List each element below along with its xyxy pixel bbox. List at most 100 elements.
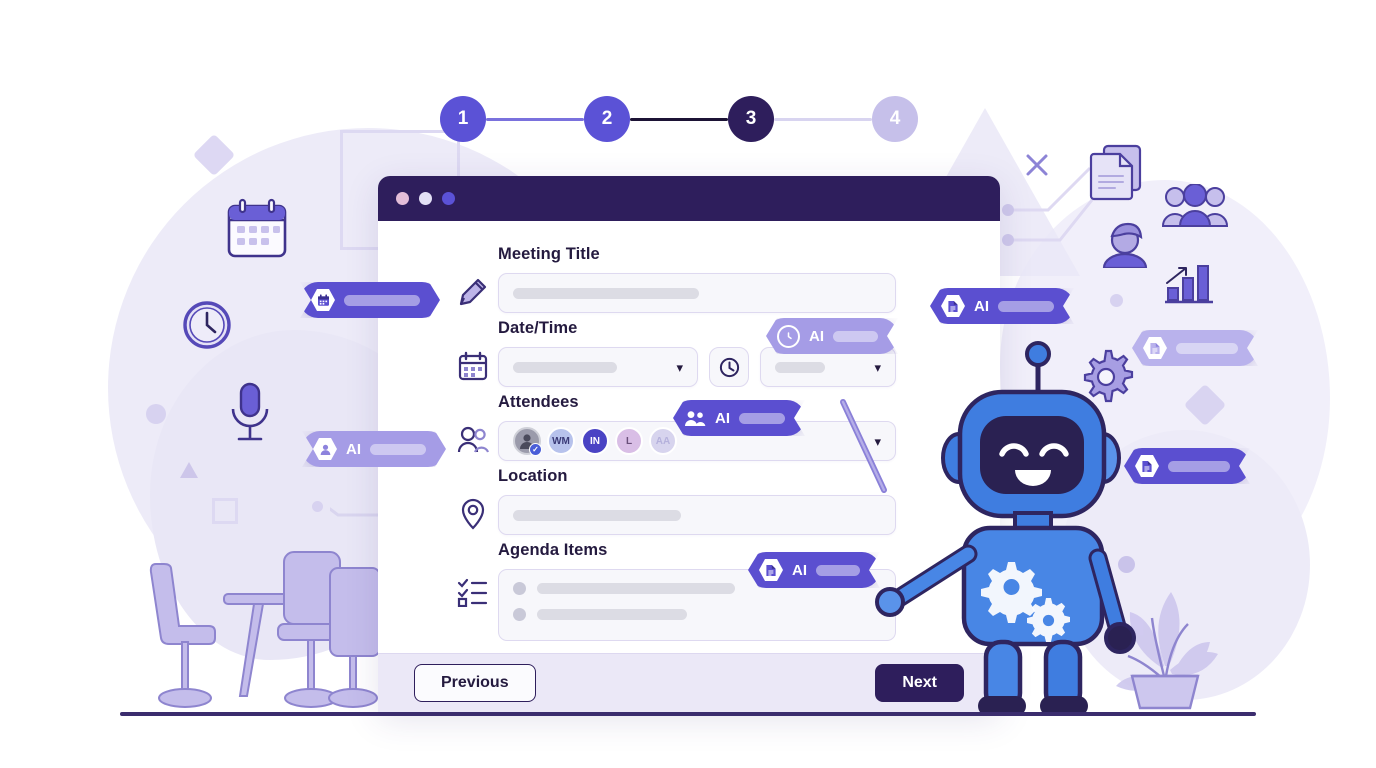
ai-badge-person-left[interactable]: AI (302, 431, 446, 467)
placeholder-bar (513, 509, 681, 521)
verified-check-icon: ✓ (529, 443, 542, 456)
date-select[interactable]: ▾ (498, 347, 698, 387)
step-connector-3-4 (774, 117, 872, 121)
meeting-form: Meeting Title Date/Time (378, 221, 1000, 653)
calendar-icon (311, 288, 335, 312)
dot-decoration (1110, 294, 1123, 307)
step-connector-2-3 (630, 117, 728, 121)
people-icon (456, 423, 490, 457)
ai-placeholder-bar (816, 565, 860, 576)
potted-plant-illustration (1110, 540, 1220, 710)
sparkle-icon (1022, 150, 1052, 180)
group-people-illustration (1162, 184, 1228, 228)
calendar-illustration (226, 198, 288, 260)
pointer-stick (838, 398, 898, 498)
ai-badge-doc-agenda[interactable]: AI (748, 552, 880, 588)
window-dot-minimize[interactable] (419, 192, 432, 205)
clock-illustration (182, 300, 232, 350)
dot-decoration (1118, 556, 1135, 573)
small-triangle-decoration (180, 462, 198, 478)
ai-badge-clock-datetime[interactable]: AI (766, 318, 898, 354)
next-button[interactable]: Next (875, 664, 964, 702)
ai-badge-label: AI (346, 440, 361, 458)
diamond-decoration (192, 133, 236, 177)
step-2[interactable]: 2 (584, 96, 630, 142)
attendee-chip[interactable]: AA (649, 427, 677, 455)
label-attendees: Attendees (498, 393, 579, 411)
attendee-chip-list: ✓ WM IN L AA (513, 427, 677, 456)
gear-illustration (1078, 348, 1134, 404)
ai-placeholder-bar (1168, 461, 1230, 472)
document-icon (759, 558, 783, 582)
agenda-item-row[interactable] (513, 608, 881, 621)
placeholder-bar (513, 361, 617, 373)
app-window: Meeting Title Date/Time (378, 176, 1000, 712)
field-location: Location (378, 467, 1000, 535)
attendee-chip[interactable]: IN (581, 427, 609, 455)
calendar-icon (456, 349, 490, 383)
attendee-chip-photo[interactable]: ✓ (513, 427, 542, 456)
bullet-icon (513, 608, 526, 621)
document-icon (1143, 336, 1167, 360)
ai-placeholder-bar (344, 295, 420, 306)
step-connector-1-2 (486, 117, 584, 121)
meeting-title-input[interactable] (498, 273, 896, 313)
window-dot-close[interactable] (396, 192, 409, 205)
person-icon (313, 437, 337, 461)
previous-button[interactable]: Previous (414, 664, 536, 702)
chevron-down-icon: ▾ (676, 359, 683, 375)
documents-illustration (1086, 144, 1148, 202)
clock-icon (777, 325, 800, 348)
location-input[interactable] (498, 495, 896, 535)
placeholder-bar (775, 361, 825, 373)
placeholder-bar (537, 609, 687, 620)
label-agenda-items: Agenda Items (498, 541, 608, 559)
ai-placeholder-bar (739, 413, 785, 424)
chevron-down-icon: ▾ (874, 359, 881, 375)
robot-mascot (860, 330, 1140, 720)
checklist-icon (456, 575, 490, 609)
pencil-icon (456, 275, 490, 309)
ground-line (120, 712, 1256, 716)
ai-placeholder-bar (998, 301, 1054, 312)
ai-badge-doc-right-bottom[interactable] (1124, 448, 1250, 484)
bar-chart-illustration (1164, 256, 1216, 304)
step-3[interactable]: 3 (728, 96, 774, 142)
step-4[interactable]: 4 (872, 96, 918, 142)
ai-badge-label: AI (715, 409, 730, 427)
ai-badge-people-attendees[interactable]: AI (673, 400, 805, 436)
placeholder-bar (513, 287, 699, 299)
diamond-decoration (1183, 383, 1227, 427)
chevron-down-icon: ▾ (874, 433, 881, 449)
person-avatar-illustration (1098, 218, 1152, 268)
ai-placeholder-bar (370, 444, 426, 455)
document-icon (1135, 454, 1159, 478)
microphone-illustration (228, 382, 272, 444)
ai-badge-label: AI (809, 327, 824, 345)
clock-picker-button[interactable] (709, 347, 749, 387)
ai-badge-label: AI (792, 561, 807, 579)
label-meeting-title: Meeting Title (498, 245, 600, 263)
ai-badge-doc-right-top[interactable]: AI (930, 288, 1074, 324)
placeholder-bar (537, 583, 735, 594)
step-1[interactable]: 1 (440, 96, 486, 142)
dot-decoration (312, 501, 323, 512)
attendee-chip[interactable]: WM (547, 427, 575, 455)
ai-badge-calendar-left[interactable] (300, 282, 440, 318)
people-icon (684, 410, 706, 427)
bullet-icon (513, 582, 526, 595)
form-footer: Previous Next (378, 653, 1000, 712)
window-dot-maximize[interactable] (442, 192, 455, 205)
dot-decoration (146, 404, 166, 424)
window-titlebar (378, 176, 1000, 221)
small-square-outline-decoration (212, 498, 238, 524)
field-meeting-title: Meeting Title (378, 245, 1000, 313)
agenda-item-row[interactable] (513, 582, 881, 595)
ai-placeholder-bar (1176, 343, 1238, 354)
document-icon (941, 294, 965, 318)
progress-stepper: 1 2 3 4 (440, 96, 918, 142)
ai-badge-doc-right-mid[interactable] (1132, 330, 1258, 366)
attendee-chip[interactable]: L (615, 427, 643, 455)
ai-placeholder-bar (833, 331, 878, 342)
